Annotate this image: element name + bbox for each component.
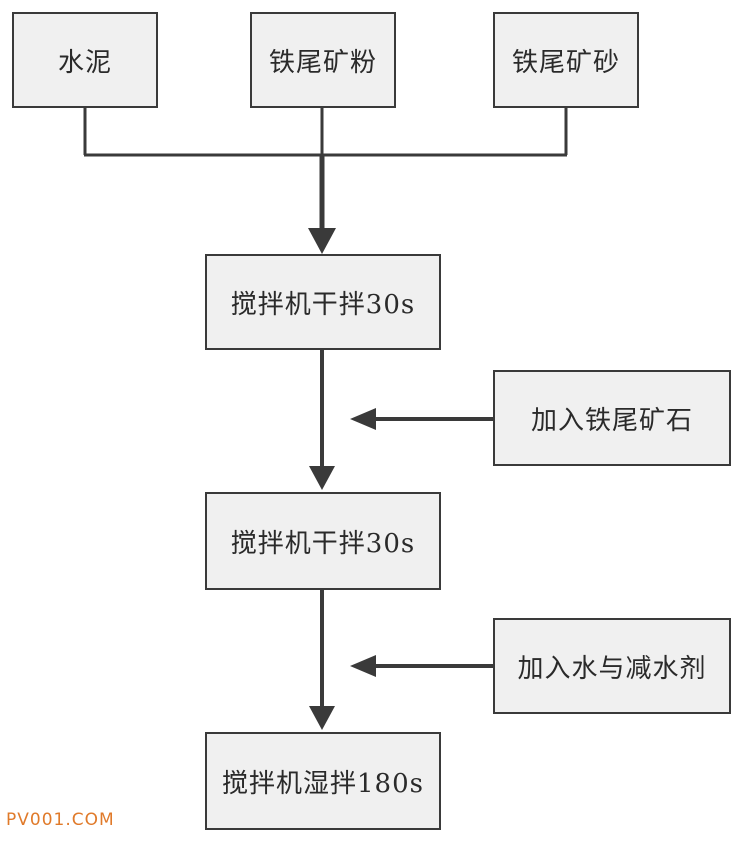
- input-iron-tailings-sand-label: 铁尾矿砂: [511, 47, 620, 78]
- input-iron-tailings-powder-box: 铁尾矿粉: [250, 12, 396, 108]
- step-dry-mix-2-box: 搅拌机干拌30s: [205, 492, 441, 590]
- step-wet-mix-box: 搅拌机湿拌180s: [205, 732, 441, 830]
- step-dry-mix-2-label: 搅拌机干拌30s: [230, 528, 416, 559]
- step-dry-mix-1-label: 搅拌机干拌30s: [230, 289, 416, 320]
- arrowhead-add-stone: [350, 408, 376, 430]
- arrowhead-add-water: [350, 655, 376, 677]
- arrowhead-to-wet-mix: [309, 706, 335, 730]
- arrowhead-to-dry-mix-2: [309, 466, 335, 490]
- addition-water-reducer-box: 加入水与减水剂: [493, 618, 731, 714]
- input-iron-tailings-powder-label: 铁尾矿粉: [268, 47, 377, 78]
- addition-iron-tailings-stone-label: 加入铁尾矿石: [530, 405, 693, 436]
- input-iron-tailings-sand-box: 铁尾矿砂: [493, 12, 639, 108]
- step-wet-mix-label: 搅拌机湿拌180s: [222, 768, 424, 799]
- addition-water-reducer-label: 加入水与减水剂: [517, 653, 707, 684]
- step-dry-mix-1-box: 搅拌机干拌30s: [205, 254, 441, 350]
- watermark-text: PV001.COM: [6, 810, 115, 830]
- arrowhead-to-dry-mix-1: [308, 228, 336, 254]
- input-cement-label: 水泥: [57, 47, 112, 78]
- input-cement-box: 水泥: [12, 12, 158, 108]
- addition-iron-tailings-stone-box: 加入铁尾矿石: [493, 370, 731, 466]
